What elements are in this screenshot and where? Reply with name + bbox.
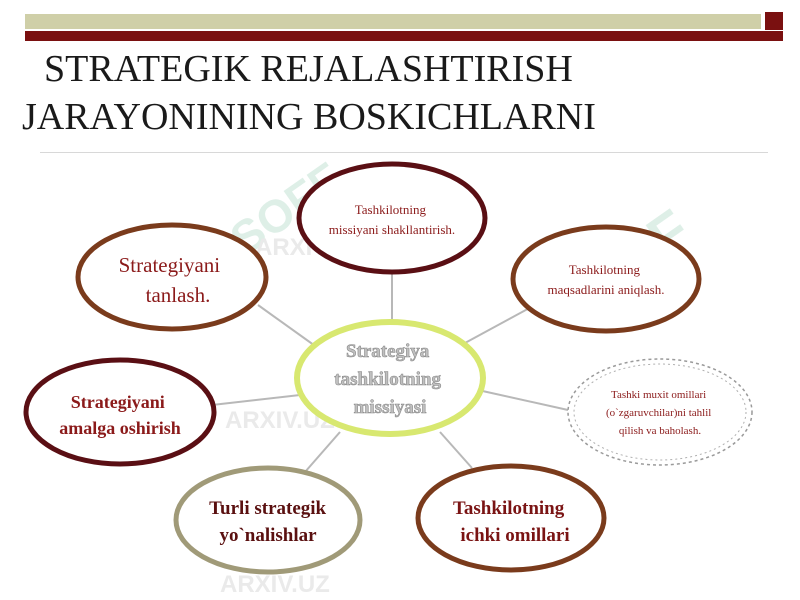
svg-text:Tashkilotning missiyani: Tashkilotning missiyani shakllantirish. (329, 202, 455, 237)
node-external: Tashki muxit omillari (o`zgaruvchilar)ni… (567, 358, 753, 466)
svg-text:Strategiyani amalga oshi: Strategiyani amalga oshirish (59, 392, 181, 438)
node-directions-line-1: Turli strategik (209, 498, 326, 519)
slide-title-line-2: JARAYONINING BOSKICHLARNI (22, 96, 596, 138)
node-internal: Tashkilotning ichki omillari (415, 463, 607, 573)
svg-text:Tashkilotning ichki omil: Tashkilotning ichki omillari (453, 498, 570, 546)
node-choose: Strategiyani tanlash. (75, 222, 269, 332)
title-rule (25, 31, 783, 41)
connector-choose (257, 304, 319, 349)
top-accent-square (765, 12, 783, 30)
connector-implement (211, 394, 301, 406)
node-external-line-2: (o`zgaruvchilar)ni tahlil (606, 407, 711, 419)
svg-text:Tashkilotning maqsadlari: Tashkilotning maqsadlarini aniqlash. (548, 262, 665, 297)
top-decor-bar (25, 14, 761, 29)
node-mission: Tashkilotning missiyani shakllantirish. (296, 161, 488, 275)
svg-text:Tashki muxit omillari (o: Tashki muxit omillari (o`zgaruvchilar)ni… (606, 389, 714, 437)
svg-text:Strategiya tashkilotning: Strategiya tashkilotning missiyasi (334, 341, 445, 418)
node-goals-ellipse (510, 224, 702, 334)
svg-text:Turli strategik yo`nalis: Turli strategik yo`nalishlar (209, 498, 331, 546)
node-directions-line-2: yo`nalishlar (219, 525, 317, 546)
node-internal-ellipse (415, 463, 607, 573)
connector-internal (439, 431, 473, 469)
center-line-1: Strategiya (346, 341, 430, 362)
center-line-2: tashkilotning (334, 369, 441, 390)
connector-external (477, 389, 569, 411)
node-goals-line-2: maqsadlarini aniqlash. (548, 282, 665, 297)
node-external-ellipse-inner (573, 363, 747, 461)
node-internal-line-1: Tashkilotning (453, 498, 565, 519)
node-choose-line-2: tanlash. (146, 283, 211, 307)
slide-title-line-1: STRATEGIK REJALASHTIRISH (44, 48, 573, 90)
node-directions-ellipse (173, 465, 363, 575)
node-implement: Strategiyani amalga oshirish (23, 357, 217, 467)
node-directions: Turli strategik yo`nalishlar (173, 465, 363, 575)
node-external-line-1: Tashki muxit omillari (611, 389, 706, 401)
node-external-line-3: qilish va baholash. (619, 425, 701, 437)
node-internal-line-2: ichki omillari (460, 525, 569, 546)
node-implement-line-2: amalga oshirish (59, 418, 181, 438)
center-line-3: missiyasi (354, 397, 427, 418)
node-mission-line-1: Tashkilotning (355, 202, 427, 217)
title-separator (40, 152, 768, 153)
node-implement-ellipse (23, 357, 217, 467)
node-goals: Tashkilotning maqsadlarini aniqlash. (510, 224, 702, 334)
center-node: Strategiya tashkilotning missiyasi (294, 319, 486, 437)
connector-goals (464, 304, 536, 344)
node-choose-line-1: Strategiyani (119, 253, 221, 277)
connector-directions (304, 431, 341, 473)
center-ellipse (294, 319, 486, 437)
svg-text:Strategiyani tanlash.: Strategiyani tanlash. (119, 253, 226, 307)
node-goals-line-1: Tashkilotning (569, 262, 641, 277)
watermark-text-3: ARXIV.UZ (220, 571, 330, 598)
node-mission-ellipse (296, 161, 488, 275)
connectors (211, 272, 569, 473)
node-implement-line-1: Strategiyani (71, 392, 165, 412)
slide-title: STRATEGIK REJALASHTIRISH JARAYONINING BO… (22, 45, 782, 141)
node-mission-line-2: missiyani shakllantirish. (329, 222, 455, 237)
node-external-ellipse (567, 358, 753, 466)
node-choose-ellipse (75, 222, 269, 332)
